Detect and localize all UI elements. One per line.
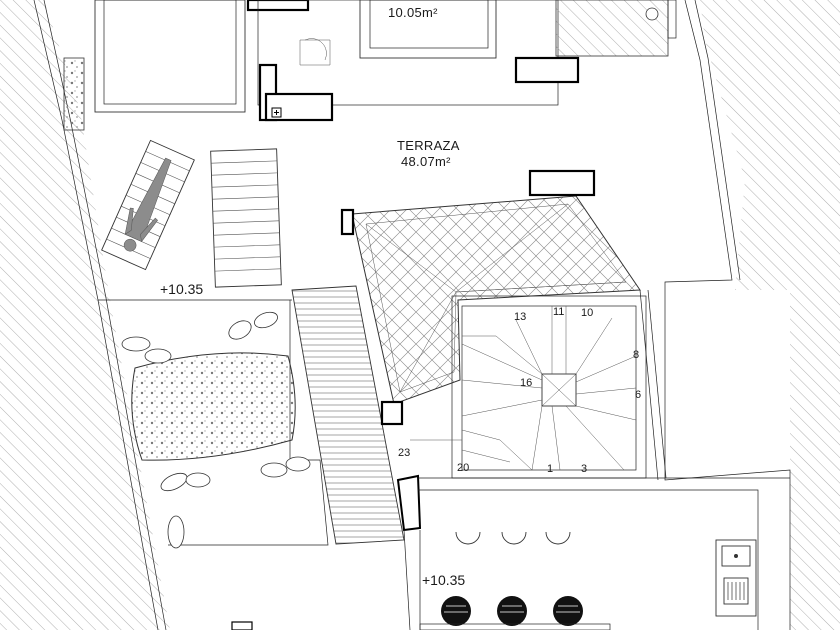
step-label: 13 <box>514 311 526 323</box>
step-label: 20 <box>457 462 469 474</box>
bar-stools-top <box>455 531 571 545</box>
step-label: 10 <box>581 307 593 319</box>
herringbone-roof <box>340 169 641 426</box>
stair-step-labels: 13 11 10 8 16 6 23 20 1 3 <box>398 306 641 475</box>
room-10: 10.05m² <box>257 0 580 122</box>
room-area-label: 10.05m² <box>388 5 438 20</box>
garden-bed <box>121 311 311 549</box>
chair-icon <box>497 596 527 626</box>
step-label: 3 <box>581 463 587 475</box>
sun-lounger-empty <box>210 148 282 288</box>
level-label-bottom: +10.35 <box>422 572 465 588</box>
sun-lounger-occupied <box>101 139 195 271</box>
bottom-platform: +10.35 <box>231 474 790 630</box>
drain-grate <box>231 621 253 630</box>
step-label: 11 <box>553 306 564 318</box>
outer-walls <box>33 0 791 630</box>
person-figure <box>123 157 172 252</box>
terrace-area-label: 48.07m² <box>401 154 451 169</box>
chair-icon <box>441 596 471 626</box>
step-label: 6 <box>635 389 641 401</box>
step-label: 1 <box>547 463 553 475</box>
planter-strip <box>63 57 85 131</box>
wooden-walkway <box>291 285 405 545</box>
dining-chairs <box>441 596 583 626</box>
level-label-left: +10.35 <box>160 281 203 297</box>
terrace-name-label: TERRAZA <box>397 138 460 153</box>
shower <box>555 0 677 57</box>
terrace: TERRAZA 48.07m² <box>397 138 460 169</box>
step-label: 23 <box>398 447 410 459</box>
chair-icon <box>553 596 583 626</box>
top-left-room <box>63 0 310 131</box>
drain-icon <box>645 7 659 21</box>
planter-pots <box>121 311 311 549</box>
step-label: 16 <box>520 377 532 389</box>
staircase: 13 11 10 8 16 6 23 20 1 3 <box>398 289 667 481</box>
step-label: 8 <box>633 349 639 361</box>
